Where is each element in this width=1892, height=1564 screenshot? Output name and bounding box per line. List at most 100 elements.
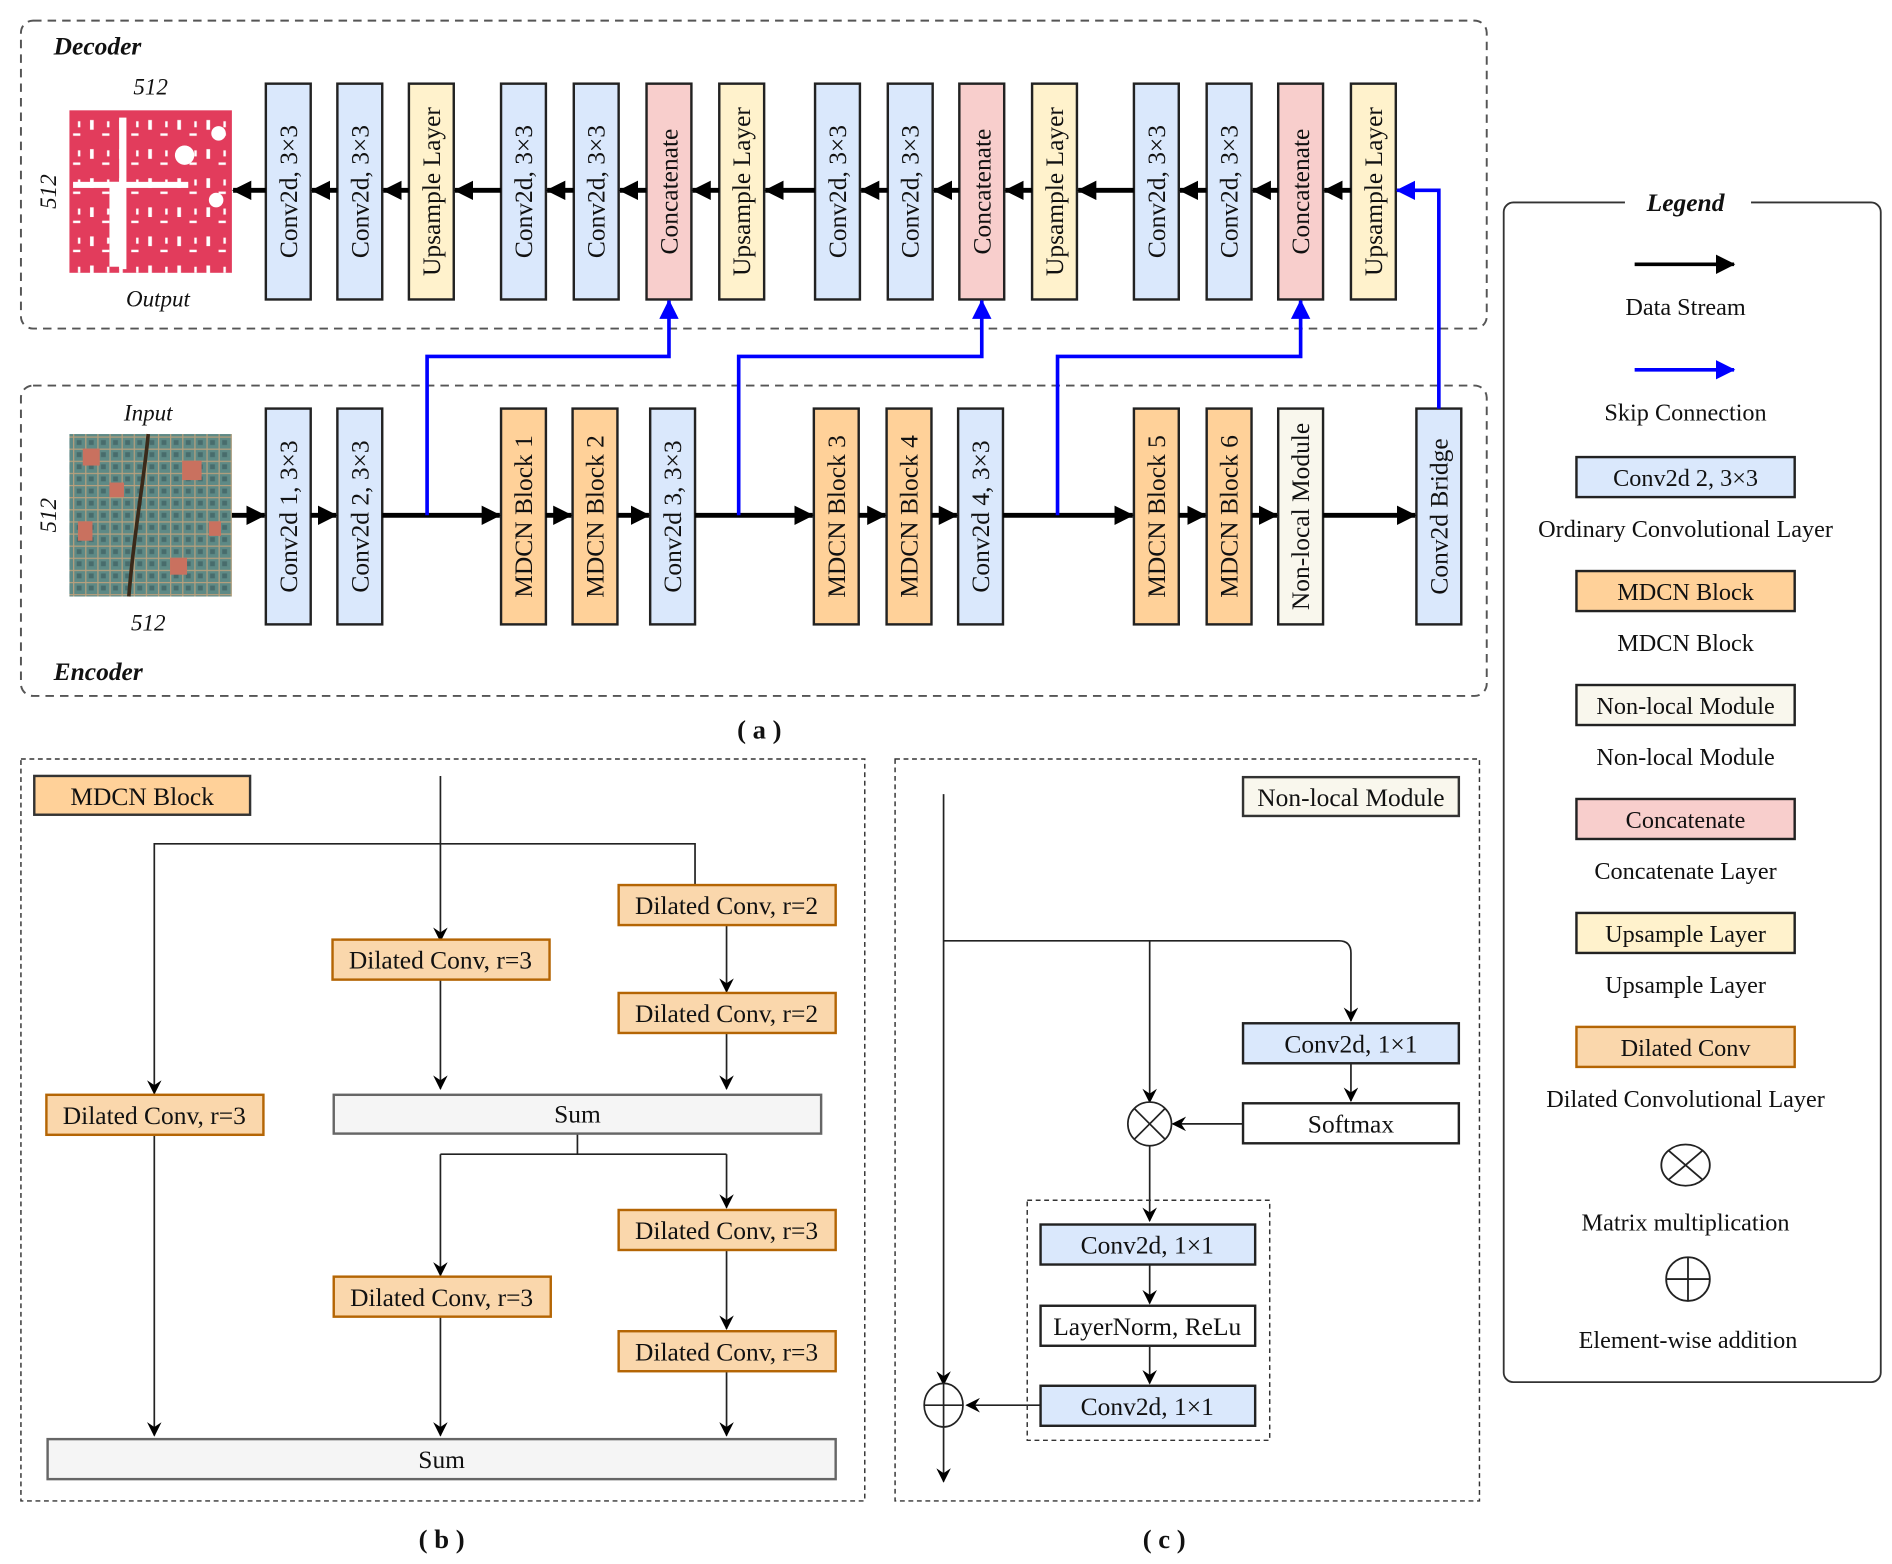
svg-text:Dilated Conv, r=3: Dilated Conv, r=3 <box>349 946 532 975</box>
panel-a: Decoder Encoder 512 512 Output Input <box>19 19 1488 744</box>
legend-desc: Skip Connection <box>1604 400 1766 427</box>
decoder-title: Decoder <box>53 32 143 61</box>
decoder-layer-conv2d-3x3: Conv2d, 3×3 <box>1132 82 1180 301</box>
legend-item-element-wise-addition: Element-wise addition <box>1579 1256 1798 1354</box>
skip-connection-arrow <box>736 299 992 516</box>
layer-label: MDCN Block 1 <box>509 435 538 598</box>
encoder-layer-conv2d-bridge: Conv2d Bridge <box>1415 407 1463 626</box>
layer-label: Conv2d 2, 3×3 <box>345 440 374 592</box>
input-size-left: 512 <box>35 498 61 533</box>
panel-c-frame <box>894 758 1481 1502</box>
layer-label: MDCN Block 2 <box>580 435 609 598</box>
layer-label: Concatenate <box>1286 129 1315 255</box>
mdcn-title: MDCN Block <box>70 782 214 811</box>
decoder-layer-conv2d-3x3: Conv2d, 3×3 <box>499 82 548 301</box>
skip-connection-arrow <box>1055 299 1311 516</box>
legend-desc: Matrix multiplication <box>1582 1210 1790 1237</box>
svg-text:Conv2d, 1×1: Conv2d, 1×1 <box>1081 1392 1214 1421</box>
nonlocal-title: Non-local Module <box>1257 783 1444 812</box>
bridge-skip-arrow <box>1395 180 1441 409</box>
encoder-title: Encoder <box>53 657 144 686</box>
decoder-layer-concatenate: Concatenate <box>645 82 693 301</box>
layer-label: Upsample Layer <box>727 107 756 276</box>
decoder-layer-upsample-layer: Upsample Layer <box>1030 82 1079 301</box>
inner-dashed-group <box>1026 1199 1271 1442</box>
layer-label: Conv2d Bridge <box>1424 438 1453 594</box>
legend-swatch <box>1575 683 1796 727</box>
caption-c: ( c ) <box>1143 1524 1186 1554</box>
layer-label: Conv2d 4, 3×3 <box>966 440 995 592</box>
skip-connections <box>425 180 1441 516</box>
svg-text:LayerNorm, ReLu: LayerNorm, ReLu <box>1053 1312 1241 1341</box>
decoder-layer-conv2d-3x3: Conv2d, 3×3 <box>572 82 620 301</box>
layer-label: MDCN Block 3 <box>822 435 851 598</box>
encoder-layer-conv2d-4-3x3: Conv2d 4, 3×3 <box>956 407 1005 626</box>
svg-text:Dilated Conv, r=3: Dilated Conv, r=3 <box>63 1101 246 1130</box>
legend-sample: Upsample Layer <box>1605 921 1766 948</box>
layer-label: Upsample Layer <box>1359 107 1388 276</box>
svg-text:Softmax: Softmax <box>1308 1109 1395 1138</box>
dilated-conv-left: Dilated Conv, r=3 <box>45 1093 265 1137</box>
dilated-conv-right-1: Dilated Conv, r=2 <box>617 883 837 927</box>
svg-text:Sum: Sum <box>418 1445 465 1474</box>
encoder-frame <box>19 384 1488 697</box>
legend-swatch <box>1575 797 1796 841</box>
dilated-conv-right-3: Dilated Conv, r=3 <box>617 1208 837 1252</box>
encoder-layer-mdcn-block-2: MDCN Block 2 <box>571 407 619 626</box>
sum-box-1: Sum <box>332 1093 823 1135</box>
legend-swatch <box>1575 911 1796 955</box>
legend-swatch <box>1575 455 1796 499</box>
panel-b: MDCN Block Dilated Conv, r=2 Dilated Con… <box>20 758 866 1554</box>
dilated-conv-right-2: Dilated Conv, r=2 <box>617 991 837 1035</box>
legend-sample: Conv2d 2, 3×3 <box>1613 465 1758 492</box>
decoder-layer-conv2d-3x3: Conv2d, 3×3 <box>1205 82 1253 301</box>
decoder-layer-conv2d-3x3: Conv2d, 3×3 <box>813 82 862 301</box>
caption-a: ( a ) <box>737 714 781 744</box>
legend-swatch <box>1575 569 1796 613</box>
legend-sample: Concatenate <box>1626 807 1746 834</box>
svg-text:Conv2d, 1×1: Conv2d, 1×1 <box>1284 1029 1417 1058</box>
legend-desc: Non-local Module <box>1596 744 1774 771</box>
legend-swatch <box>1575 1025 1796 1069</box>
layer-label: Conv2d, 3×3 <box>345 125 374 258</box>
svg-text:Dilated Conv, r=2: Dilated Conv, r=2 <box>635 999 818 1028</box>
conv1x1-b: Conv2d, 1×1 <box>1039 1223 1257 1266</box>
decoder-layer-upsample-layer: Upsample Layer <box>1349 82 1398 301</box>
caption-b: ( b ) <box>419 1524 465 1554</box>
layer-label: Concatenate <box>654 129 683 255</box>
mdcn-title-box <box>33 774 252 816</box>
decoder-layer-conv2d-3x3: Conv2d, 3×3 <box>264 82 312 301</box>
layer-label: Conv2d 3, 3×3 <box>658 440 687 592</box>
layer-label: Conv2d 1, 3×3 <box>274 440 303 592</box>
layer-label: Conv2d, 3×3 <box>274 125 303 258</box>
svg-text:Sum: Sum <box>554 1100 601 1129</box>
layer-label: Non-local Module <box>1286 423 1315 610</box>
element-add-node <box>923 1382 964 1428</box>
conv1x1-a: Conv2d, 1×1 <box>1241 1022 1461 1065</box>
legend-frame <box>1502 201 1882 1384</box>
encoder-layers: Conv2d 1, 3×3 Conv2d 2, 3×3 MDCN Block 1 MD… <box>264 407 1463 626</box>
input-image <box>69 433 232 597</box>
layer-label: Conv2d, 3×3 <box>1142 125 1171 258</box>
encoder-layer-non-local-module: Non-local Module <box>1276 407 1325 626</box>
input-label: Input <box>123 400 173 426</box>
svg-text:Dilated Conv, r=3: Dilated Conv, r=3 <box>635 1216 818 1245</box>
decoder-layers: Conv2d, 3×3 Conv2d, 3×3 Upsample Layer Conv… <box>264 82 1398 301</box>
output-size-left: 512 <box>35 174 61 209</box>
decoder-layer-upsample-layer: Upsample Layer <box>718 82 766 301</box>
output-size-top: 512 <box>133 74 168 100</box>
encoder-layer-conv2d-2-3x3: Conv2d 2, 3×3 <box>336 407 384 626</box>
legend-desc: Element-wise addition <box>1579 1327 1798 1354</box>
legend-desc: Dilated Convolutional Layer <box>1546 1086 1825 1113</box>
legend-title: Legend <box>1646 188 1726 217</box>
matrix-multiply-node <box>1127 1101 1173 1147</box>
svg-text:Conv2d, 1×1: Conv2d, 1×1 <box>1081 1231 1214 1260</box>
encoder-layer-mdcn-block-1: MDCN Block 1 <box>499 407 548 626</box>
layer-label: Conv2d, 3×3 <box>1215 125 1244 258</box>
legend-desc: Upsample Layer <box>1605 972 1766 999</box>
svg-text:Dilated Conv, r=3: Dilated Conv, r=3 <box>635 1337 818 1366</box>
layer-label: Conv2d, 3×3 <box>509 125 538 258</box>
